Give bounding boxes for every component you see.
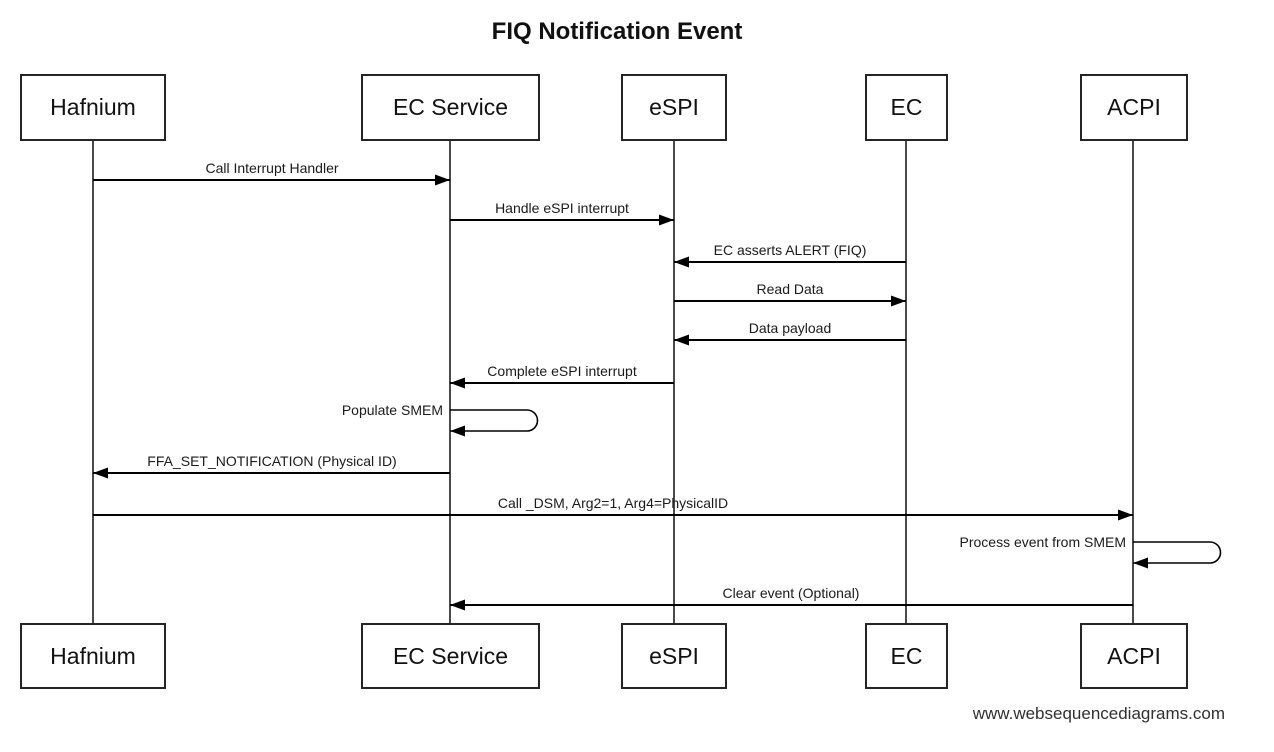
watermark: www.websequencediagrams.com	[972, 704, 1225, 723]
message-label: Call _DSM, Arg2=1, Arg4=PhysicalID	[498, 495, 728, 511]
actor-label: Hafnium	[50, 94, 136, 120]
self-message-loop-process-event	[1133, 541, 1222, 569]
message-label: Data payload	[749, 320, 832, 336]
message-label: Read Data	[757, 281, 824, 297]
actor-label: eSPI	[649, 642, 699, 669]
actor-label: EC	[890, 642, 923, 669]
self-message-loop-populate-smem	[450, 409, 539, 437]
actor-top-box-ec-service: EC Service	[361, 74, 540, 141]
diagram-title: FIQ Notification Event	[491, 18, 743, 45]
actor-label: EC Service	[392, 94, 509, 120]
actor-label: ACPI	[1107, 94, 1161, 120]
actor-label: EC Service	[392, 642, 509, 669]
actor-top-box-acpi: ACPI	[1080, 74, 1188, 141]
message-label: Call Interrupt Handler	[205, 160, 338, 176]
actor-label: Hafnium	[50, 642, 136, 669]
actor-bottom-box-ec-service: EC Service	[361, 623, 540, 689]
message-label: Process event from SMEM	[960, 534, 1127, 550]
message-label: Populate SMEM	[342, 402, 443, 418]
actor-bottom-box-acpi: ACPI	[1080, 623, 1188, 689]
message-label: Clear event (Optional)	[723, 585, 860, 601]
actor-label: ACPI	[1107, 642, 1161, 669]
actor-label: EC	[890, 94, 923, 120]
actor-top-box-espi: eSPI	[621, 74, 727, 141]
message-label: EC asserts ALERT (FIQ)	[714, 242, 867, 258]
message-label: Complete eSPI interrupt	[487, 363, 637, 379]
actor-label: eSPI	[649, 94, 699, 120]
message-label: FFA_SET_NOTIFICATION (Physical ID)	[147, 453, 396, 469]
actor-top-box-hafnium: Hafnium	[20, 74, 166, 141]
message-label: Handle eSPI interrupt	[495, 200, 629, 216]
actor-bottom-box-espi: eSPI	[621, 623, 727, 689]
actor-bottom-box-hafnium: Hafnium	[20, 623, 166, 689]
actor-bottom-box-ec: EC	[865, 623, 948, 689]
actor-top-box-ec: EC	[865, 74, 948, 141]
